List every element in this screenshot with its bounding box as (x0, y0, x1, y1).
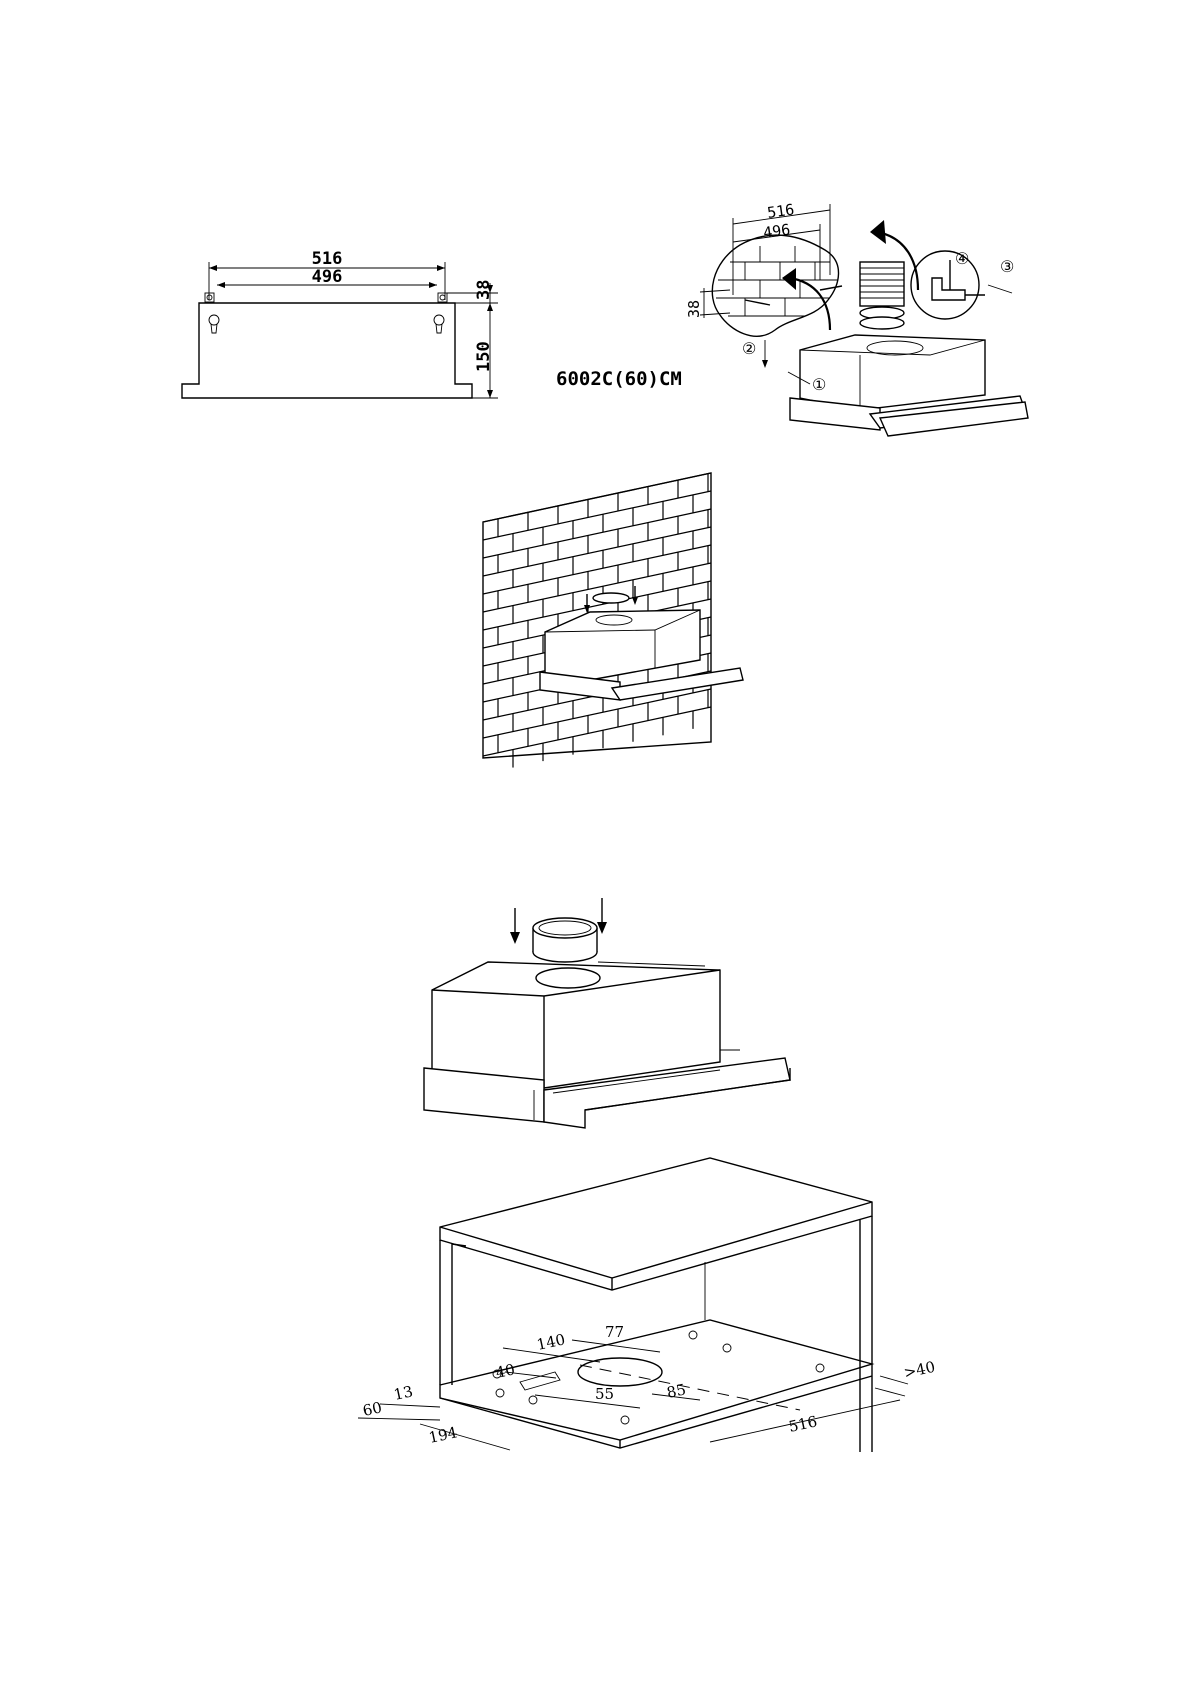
keyhole-left-icon (205, 293, 219, 333)
cabinet-cutout-drawing: 77 140 40 55 85 13 60 194 516 >40 (358, 1158, 937, 1452)
dim-140: 140 (535, 1330, 567, 1354)
dim-85: 85 (665, 1380, 687, 1402)
dim-13: 13 (392, 1382, 414, 1404)
exploded-dim-side: 38 (685, 300, 703, 318)
exploded-dim-outer: 516 (766, 200, 795, 222)
dim-516: 516 (787, 1412, 819, 1436)
dim-gt40: >40 (902, 1358, 937, 1382)
hood-detail-drawing (424, 898, 790, 1128)
model-label: 6002C(60)CM (556, 368, 682, 390)
callout-1: ① (812, 375, 826, 394)
dim-77: 77 (605, 1323, 624, 1341)
bracket-dim-top: 38 (474, 280, 494, 300)
exploded-dim-inner: 496 (762, 220, 791, 242)
dim-194: 194 (427, 1423, 459, 1447)
bracket-template-drawing: 516 496 38 150 (182, 249, 498, 398)
bracket-dim-height: 150 (474, 341, 494, 372)
dim-60: 60 (361, 1398, 383, 1420)
duct-collar-icon (533, 918, 597, 962)
callout-4: ④ (955, 249, 969, 268)
bracket-dim-inner: 496 (312, 267, 343, 287)
exploded-installation-drawing: 516 496 38 (685, 200, 1028, 436)
fixing-detail-icon: ④ (911, 249, 985, 319)
dim-40: 40 (494, 1360, 516, 1382)
dim-55: 55 (595, 1385, 614, 1403)
flexible-duct-icon (860, 262, 904, 329)
callout-2: ② (742, 339, 756, 358)
cabinet-dimension-labels: 77 140 40 55 85 13 60 194 516 >40 (361, 1323, 937, 1447)
wall-mounted-hood-drawing (483, 473, 743, 768)
callout-3: ③ (1000, 257, 1014, 276)
hood-on-wall-icon (540, 586, 743, 700)
bracket-dim-outer: 516 (312, 249, 343, 269)
